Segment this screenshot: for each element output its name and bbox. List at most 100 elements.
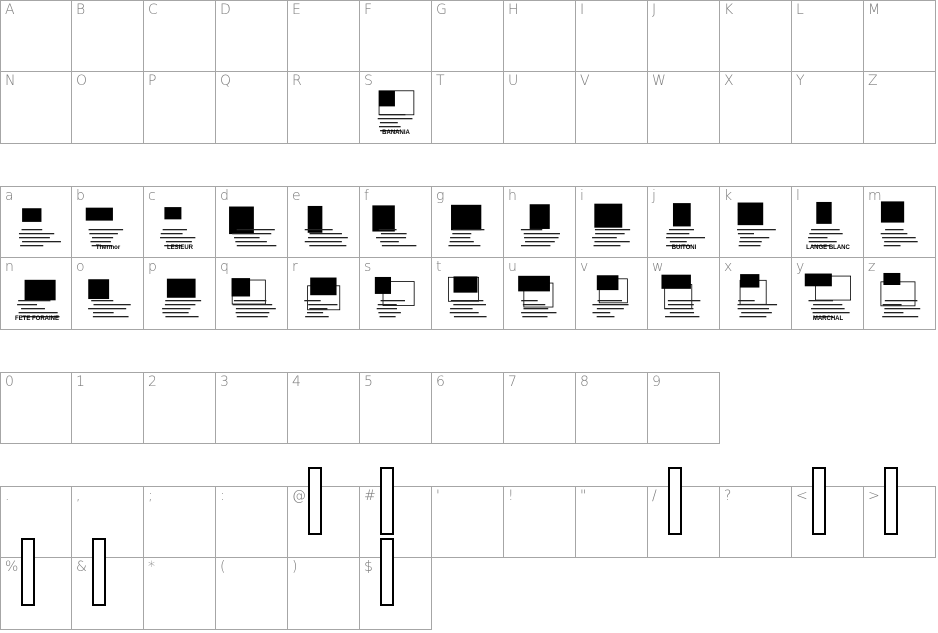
ad-illustration: FETE FORAINE xyxy=(15,279,60,322)
glyph-label: x xyxy=(724,259,733,275)
ad-illustration xyxy=(18,208,61,247)
glyph-cell: D xyxy=(216,0,288,72)
svg-text:Thermor: Thermor xyxy=(96,245,121,251)
glyph-cell: / xyxy=(648,467,720,558)
glyph-cell: P xyxy=(144,72,216,144)
glyph-label: T xyxy=(436,73,445,89)
missing-glyph-box xyxy=(92,538,106,606)
glyph-cell: ! xyxy=(504,486,576,558)
glyph-cell: G xyxy=(432,0,504,72)
missing-glyph-box xyxy=(380,467,394,535)
glyph-cell: 4 xyxy=(288,372,360,444)
glyph-cell: w xyxy=(648,258,720,330)
glyph-cell: z xyxy=(864,258,936,330)
glyph-cell: r xyxy=(288,258,360,330)
glyph-label: F xyxy=(364,2,373,18)
glyph-cell: x xyxy=(720,258,792,330)
glyph-cell: E xyxy=(288,0,360,72)
ad-illustration xyxy=(88,279,131,318)
glyph-cell: , xyxy=(72,486,144,558)
glyph-label: f xyxy=(364,188,369,204)
glyph-cell: W xyxy=(648,72,720,144)
missing-glyph-box xyxy=(380,538,394,606)
ad-illustration xyxy=(231,278,276,318)
ad-illustration xyxy=(880,272,921,318)
glyph-cell: A xyxy=(0,0,72,72)
glyph-label: d xyxy=(220,188,229,204)
glyph-label: X xyxy=(724,73,734,89)
glyph-cell: % xyxy=(0,538,72,630)
glyph-label: Q xyxy=(220,73,232,89)
svg-text:LESIEUR: LESIEUR xyxy=(167,245,194,251)
glyph-label: h xyxy=(508,188,517,204)
glyph-label: 1 xyxy=(76,374,85,390)
glyph-label: / xyxy=(652,488,657,504)
glyph-label: : xyxy=(220,488,225,504)
glyph-cell: a xyxy=(0,186,72,258)
glyph-label: D xyxy=(220,2,231,18)
ad-illustration xyxy=(229,206,277,247)
glyph-label: L xyxy=(796,2,804,18)
glyph-cell: 6 xyxy=(432,372,504,444)
glyph-cell: h xyxy=(504,186,576,258)
glyph-cell: B xyxy=(72,0,144,72)
glyph-label: W xyxy=(652,73,666,89)
ad-illustration xyxy=(374,276,415,318)
glyph-label: ? xyxy=(724,488,732,504)
glyph-cell: u xyxy=(504,258,576,330)
ad-illustration: LANGE BLANC xyxy=(806,201,850,251)
glyph-cell: Q xyxy=(216,72,288,144)
glyph-cell: U xyxy=(504,72,576,144)
glyph-cell: i xyxy=(576,186,648,258)
missing-glyph-box xyxy=(884,467,898,535)
glyph-label: e xyxy=(292,188,301,204)
glyph-label: n xyxy=(5,259,14,275)
glyph-label: E xyxy=(292,2,301,18)
glyph-label: 5 xyxy=(364,374,373,390)
glyph-cell: v xyxy=(576,258,648,330)
glyph-cell: M xyxy=(864,0,936,72)
glyph-label: 4 xyxy=(292,374,301,390)
glyph-label: , xyxy=(76,488,81,504)
glyph-cell: # xyxy=(360,467,432,558)
glyph-label: > xyxy=(868,488,880,504)
glyph-cell: $ xyxy=(360,538,432,630)
glyph-cell: ; xyxy=(144,486,216,558)
glyph-label: . xyxy=(5,488,10,504)
missing-glyph-box xyxy=(812,467,826,535)
svg-text:BUITONI: BUITONI xyxy=(672,245,697,251)
glyph-label: 2 xyxy=(148,374,157,390)
ad-illustration: LESIEUR xyxy=(160,207,196,251)
ad-illustration xyxy=(592,203,631,247)
glyph-label: M xyxy=(868,2,881,18)
glyph-label: q xyxy=(220,259,229,275)
glyph-label: t xyxy=(436,259,442,275)
glyph-label: 9 xyxy=(652,374,661,390)
glyph-label: 6 xyxy=(436,374,445,390)
glyph-cell: m xyxy=(864,186,936,258)
glyph-label: v xyxy=(580,259,589,275)
glyph-label: B xyxy=(76,2,86,18)
glyph-cell: R xyxy=(288,72,360,144)
svg-text:LANGE BLANC: LANGE BLANC xyxy=(806,245,850,251)
ad-illustration xyxy=(448,276,487,318)
glyph-cell: ( xyxy=(216,558,288,630)
ad-illustration: MARCHAL xyxy=(804,273,851,322)
glyph-cell: 9 xyxy=(648,372,720,444)
ad-illustration: Thermor xyxy=(85,207,124,251)
glyph-label: A xyxy=(5,2,15,18)
glyph-label: I xyxy=(580,2,585,18)
glyph-cell: q xyxy=(216,258,288,330)
glyph-cell: * xyxy=(144,558,216,630)
glyph-cell: L xyxy=(792,0,864,72)
glyph-label: j xyxy=(652,188,656,204)
glyph-cell: 3 xyxy=(216,372,288,444)
glyph-label: 3 xyxy=(220,374,229,390)
ad-illustration xyxy=(737,274,778,318)
glyph-label: ) xyxy=(292,559,298,575)
